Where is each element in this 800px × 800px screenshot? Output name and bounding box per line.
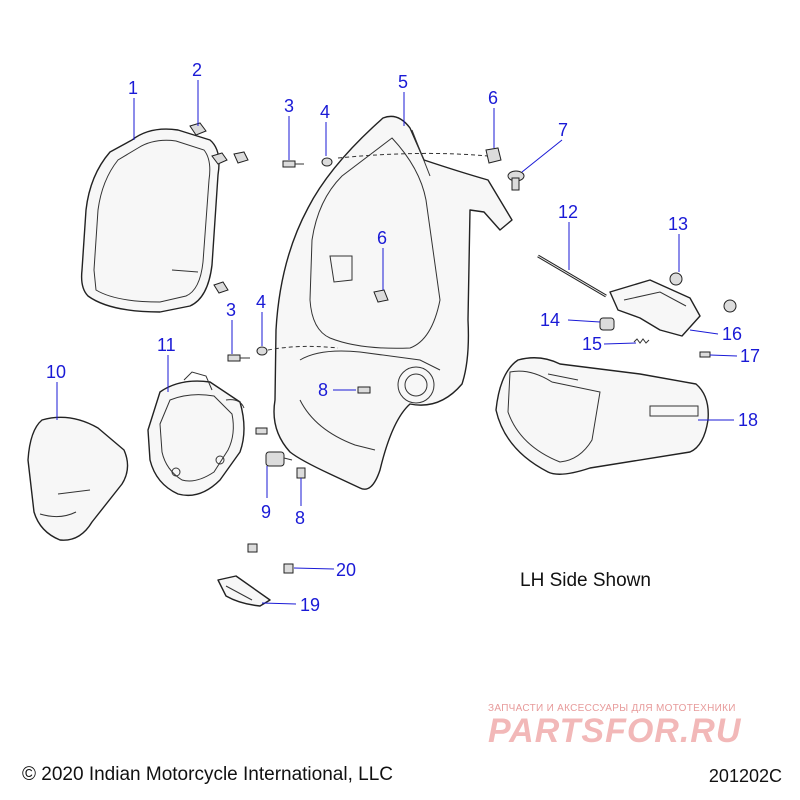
part-1-panel xyxy=(80,128,220,313)
part-20-screws xyxy=(247,543,294,574)
callout-6: 6 xyxy=(377,228,387,248)
callout-18: 18 xyxy=(738,410,758,430)
callout-9: 9 xyxy=(261,502,271,522)
part-11-inner-panel xyxy=(147,371,245,497)
callout-3: 3 xyxy=(226,300,236,320)
part-10-outer-cover xyxy=(27,416,129,541)
callout-20: 20 xyxy=(336,560,356,580)
callout-14: 14 xyxy=(540,310,560,330)
callout-15: 15 xyxy=(582,334,602,354)
callout-11: 11 xyxy=(157,335,176,355)
part-7-screw xyxy=(507,170,525,191)
watermark-brand: PARTSFOR.RU xyxy=(488,712,742,750)
callout-3: 3 xyxy=(284,96,294,116)
callout-5: 5 xyxy=(398,72,408,92)
callout-8: 8 xyxy=(295,508,305,528)
part-19-bracket xyxy=(217,575,271,607)
callout-13: 13 xyxy=(668,214,688,234)
callout-4: 4 xyxy=(320,102,330,122)
view-note: LH Side Shown xyxy=(520,570,651,591)
callout-1: 1 xyxy=(128,78,138,98)
watermark: ЗАПЧАСТИ И АКСЕССУАРЫ ДЛЯ МОТОТЕХНИКИ PA… xyxy=(488,703,788,751)
hinge-assembly xyxy=(599,272,737,358)
callout-7: 7 xyxy=(558,120,568,140)
callout-12: 12 xyxy=(558,202,578,222)
copyright-notice: © 2020 Indian Motorcycle International, … xyxy=(22,764,393,785)
callout-19: 19 xyxy=(300,595,320,615)
callouts: 1 2 3 4 5 6 7 6 12 13 14 16 15 17 3 4 11… xyxy=(46,60,760,615)
callout-17: 17 xyxy=(740,346,760,366)
part-5-fairing-shell xyxy=(273,115,513,490)
leader-lines xyxy=(56,80,738,605)
hardware-8-side xyxy=(255,427,268,435)
callout-2: 2 xyxy=(192,60,202,80)
callout-4: 4 xyxy=(256,292,266,312)
part-6-nut-lower xyxy=(373,289,389,303)
hardware-3-4-upper xyxy=(282,157,333,168)
hardware-8-upper xyxy=(357,386,371,394)
part-18-storage-bin xyxy=(495,357,709,475)
part-12-rod xyxy=(537,254,607,298)
callout-16: 16 xyxy=(722,324,742,344)
part-2-clips xyxy=(189,122,249,294)
part-6-nut-upper xyxy=(485,147,502,164)
part-9-grommet xyxy=(265,451,293,467)
callout-6: 6 xyxy=(488,88,498,108)
hardware-3-4-lower xyxy=(227,346,268,362)
figure-number: 201202C xyxy=(708,766,782,786)
hardware-8-lower xyxy=(296,467,306,479)
callout-8: 8 xyxy=(318,380,328,400)
callout-10: 10 xyxy=(46,362,66,382)
watermark-tagline: ЗАПЧАСТИ И АКСЕССУАРЫ ДЛЯ МОТОТЕХНИКИ xyxy=(488,703,736,714)
